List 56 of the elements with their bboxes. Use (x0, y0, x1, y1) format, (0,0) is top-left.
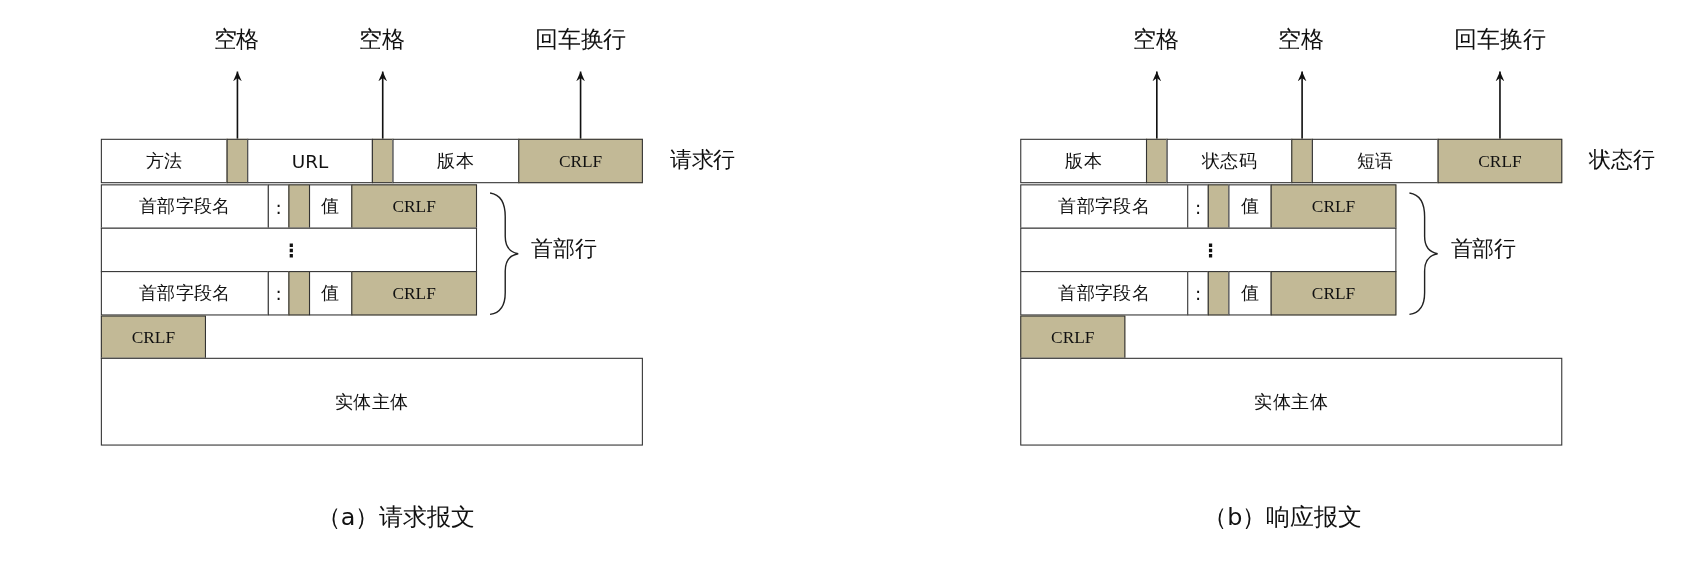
message-field: 状态码 (1166, 138, 1293, 184)
message-field: 首部字段名 (100, 184, 269, 229)
caption: （a）请求报文 (315, 502, 476, 533)
message-field: 值 (1228, 184, 1272, 229)
crlf-field: CRLF (518, 138, 643, 184)
annotation-label: 回车换行 (1445, 23, 1555, 72)
crlf-field: CRLF (1020, 315, 1126, 359)
arrow (233, 70, 242, 140)
ellipsis-row: ⋮ (100, 227, 478, 273)
message-field: 版本 (392, 138, 520, 184)
crlf-field: CRLF (1270, 271, 1397, 316)
crlf-field: CRLF (351, 271, 478, 316)
message-field: 短语 (1311, 138, 1439, 184)
space-marker (288, 184, 311, 229)
body-field: 实体主体 (1020, 357, 1563, 446)
group-label: 首部行 (1450, 234, 1516, 264)
space-marker (371, 138, 394, 184)
annotation-label: 空格 (349, 23, 415, 72)
message-field: 值 (309, 271, 353, 316)
message-field: 版本 (1020, 138, 1148, 184)
colon-field: : (267, 271, 290, 316)
message-field: 首部字段名 (1020, 271, 1189, 316)
space-marker (1207, 271, 1230, 316)
space-marker (1146, 138, 1168, 184)
arrow (1495, 70, 1505, 140)
colon-field: : (267, 184, 290, 229)
caption: （b）响应报文 (1202, 502, 1363, 533)
annotation-label: 空格 (203, 23, 269, 72)
message-field: 值 (1228, 271, 1272, 316)
group-label: 首部行 (531, 234, 597, 264)
crlf-field: CRLF (351, 184, 478, 229)
crlf-field: CRLF (100, 315, 206, 359)
space-marker (1207, 184, 1230, 229)
space-marker (1291, 138, 1313, 184)
crlf-field: CRLF (1270, 184, 1397, 229)
arrow (1152, 70, 1162, 140)
arrow (576, 70, 585, 140)
arrow (378, 70, 388, 140)
ellipsis-row: ⋮ (1020, 227, 1397, 273)
annotation-label: 空格 (1268, 23, 1334, 72)
message-field: URL (247, 138, 373, 184)
row-label: 状态行 (1589, 145, 1655, 175)
row-label: 请求行 (670, 145, 736, 175)
colon-field: : (1187, 184, 1209, 229)
arrow (1297, 70, 1307, 140)
message-field: 首部字段名 (1020, 184, 1189, 229)
message-field: 方法 (100, 138, 228, 184)
message-field: 首部字段名 (100, 271, 269, 316)
annotation-label: 空格 (1123, 23, 1189, 72)
message-field: 值 (309, 184, 353, 229)
crlf-field: CRLF (1437, 138, 1563, 184)
body-field: 实体主体 (100, 357, 643, 446)
colon-field: : (1187, 271, 1209, 316)
annotation-label: 回车换行 (525, 23, 636, 72)
space-marker (288, 271, 311, 316)
space-marker (226, 138, 249, 184)
